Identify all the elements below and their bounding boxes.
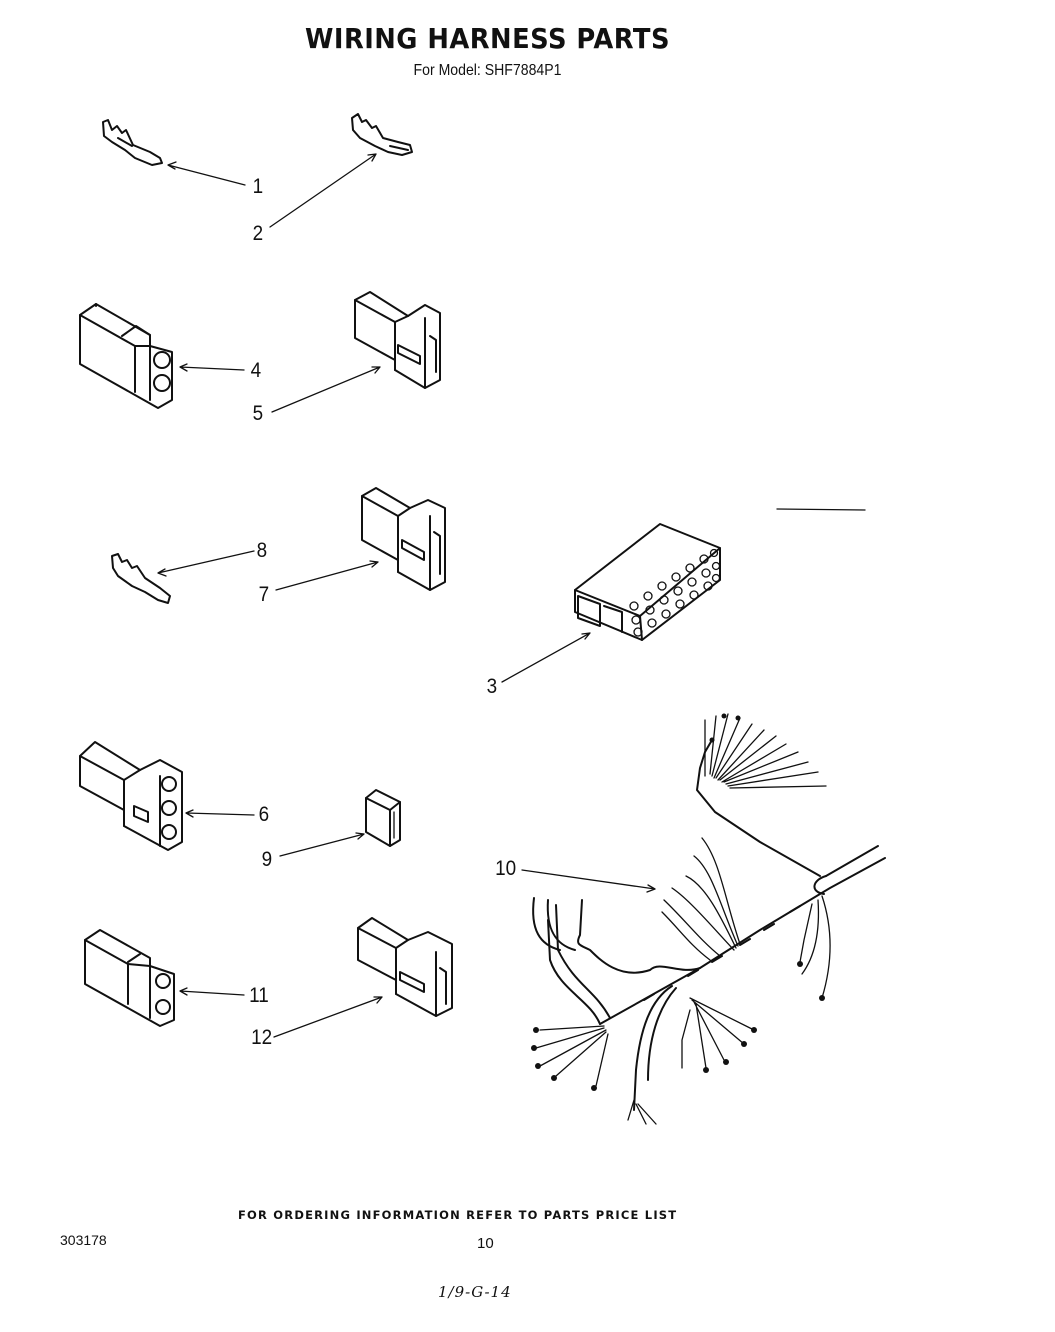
callout-7: 7 [258, 583, 270, 606]
part-5-housing [354, 291, 441, 389]
callout-4: 4 [250, 359, 262, 382]
part-4-connector [79, 303, 173, 409]
callout-2: 2 [252, 222, 264, 245]
callout-3: 3 [486, 675, 498, 698]
callout-6: 6 [258, 803, 270, 826]
callout-8: 8 [256, 539, 268, 562]
part-10-wiring-harness [531, 713, 886, 1125]
part-9-clip [365, 789, 401, 847]
part-12-housing [357, 917, 453, 1017]
model-subtitle: For Model: SHF7884P1 [413, 62, 562, 79]
stray-line [776, 508, 866, 511]
ordering-note: FOR ORDERING INFORMATION REFER TO PARTS … [238, 1208, 678, 1222]
part-7-housing [361, 487, 446, 591]
part-11-connector [84, 929, 175, 1027]
page-number: 10 [477, 1235, 494, 1252]
callout-9: 9 [261, 848, 273, 871]
leader-lines [157, 153, 656, 1038]
document-number: 303178 [60, 1232, 107, 1248]
handwritten-note: 1/9-G-14 [438, 1283, 512, 1301]
part-6-connector [79, 741, 183, 851]
callout-12: 12 [251, 1026, 273, 1049]
part-8-terminal [111, 553, 171, 604]
callout-10: 10 [495, 857, 517, 880]
page-title: WIRING HARNESS PARTS [305, 22, 670, 55]
callout-5: 5 [252, 402, 264, 425]
part-1-terminal [102, 119, 163, 166]
callout-11: 11 [249, 984, 269, 1007]
callout-1: 1 [252, 175, 264, 198]
part-3-connector-block [574, 523, 721, 641]
part-2-terminal [351, 113, 413, 156]
